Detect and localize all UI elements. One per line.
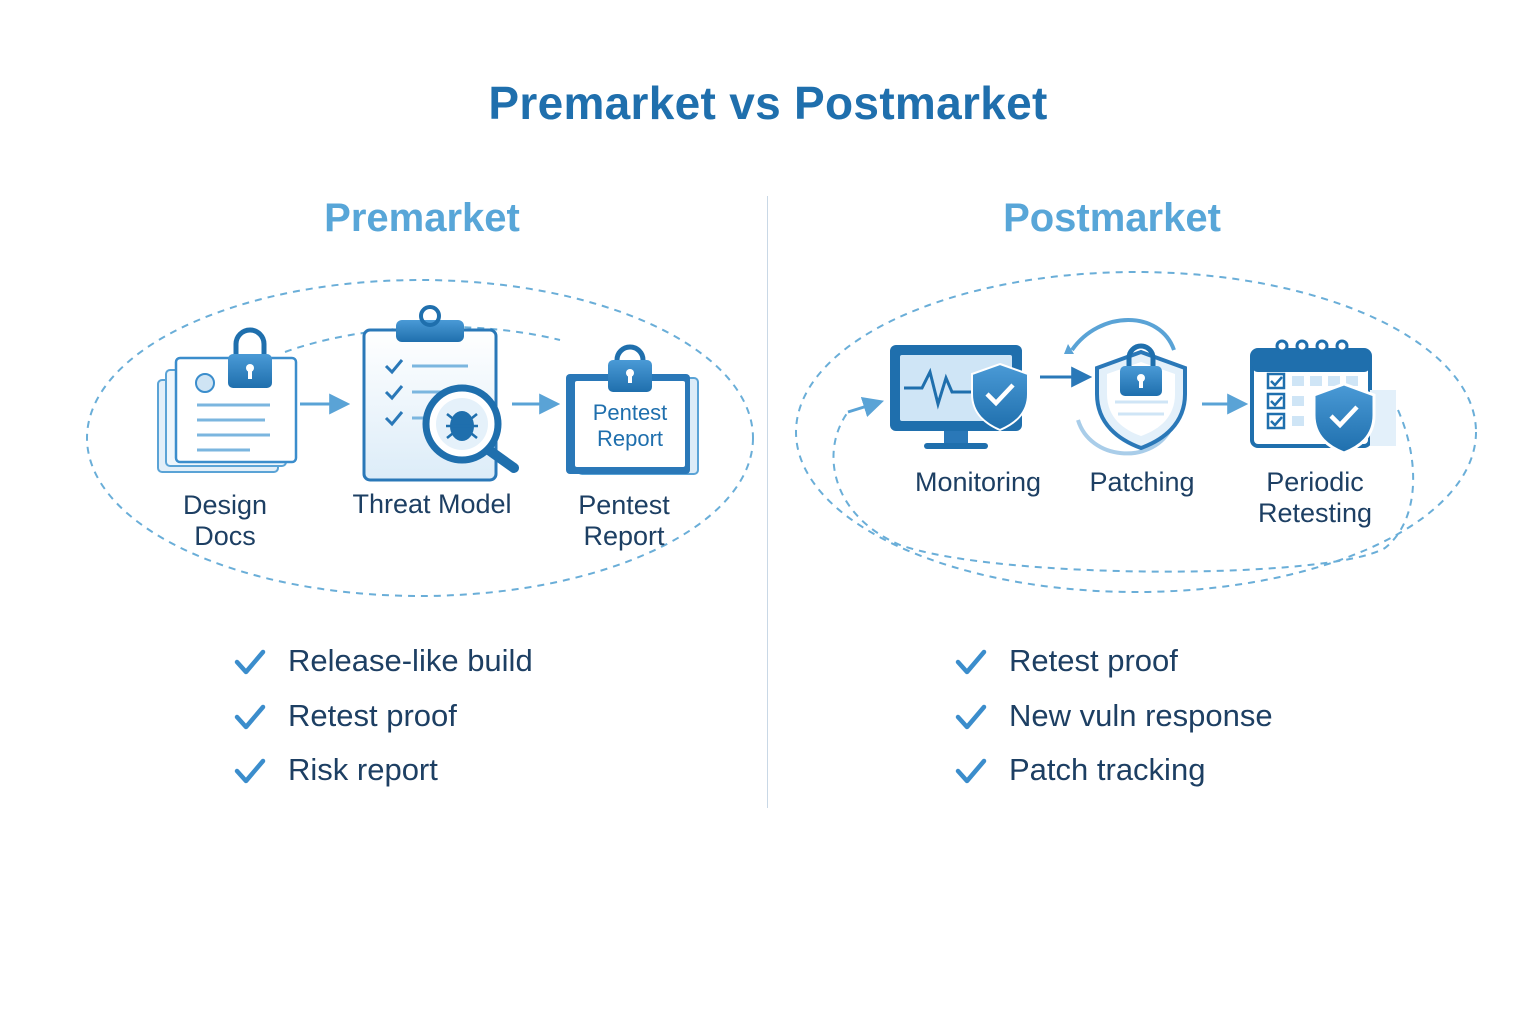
monitor-shield-icon [890, 345, 1029, 449]
checklist-item-label: Release-like build [288, 643, 533, 678]
list-item: New vuln response [955, 698, 1375, 753]
list-item: Retest proof [234, 698, 654, 753]
postmarket-checklist: Retest proof New vuln response Patch tra… [955, 643, 1375, 807]
page-title: Premarket vs Postmarket [488, 77, 1048, 129]
shield-lock-cycle-icon [1064, 318, 1187, 456]
list-item: Patch tracking [955, 752, 1375, 807]
checkmark-icon [955, 649, 987, 675]
checklist-item-label: Retest proof [288, 697, 457, 733]
step-label-monitoring: Monitoring [914, 467, 1042, 497]
clipboard-bug-magnifier-icon [362, 305, 519, 482]
section-divider [767, 196, 768, 808]
premarket-title: Premarket [324, 196, 520, 240]
list-item: Retest proof [955, 643, 1375, 698]
checkmark-icon [955, 758, 987, 784]
checklist-item-label: New vuln response [1009, 697, 1273, 733]
checklist-item-label: Patch tracking [1009, 752, 1206, 787]
checklist-item-label: Retest proof [1009, 643, 1178, 678]
checkmark-icon [234, 649, 266, 675]
premarket-checklist: Release-like build Retest proof Risk rep… [234, 643, 654, 807]
step-label-periodic-retesting: Periodic Retesting [1257, 467, 1373, 528]
report-lock-icon: Pentest Report [566, 344, 699, 475]
step-label-patching: Patching [1089, 467, 1195, 497]
documents-lock-icon [157, 327, 298, 473]
calendar-shield-icon [1250, 339, 1396, 455]
checkmark-icon [234, 758, 266, 784]
step-label-pentest-report: Pentest Report [578, 490, 670, 551]
step-label-design-docs: Design Docs [182, 490, 268, 551]
report-card-line-1: Pentest [593, 400, 668, 425]
report-card-line-2: Report [597, 426, 663, 451]
list-item: Risk report [234, 752, 654, 807]
checkmark-icon [955, 704, 987, 729]
postmarket-cycle-outline [795, 271, 1477, 593]
step-label-threat-model: Threat Model [352, 489, 512, 519]
postmarket-title: Postmarket [1003, 196, 1221, 240]
list-item: Release-like build [234, 643, 654, 698]
checklist-item-label: Risk report [288, 752, 438, 787]
checkmark-icon [234, 704, 266, 729]
